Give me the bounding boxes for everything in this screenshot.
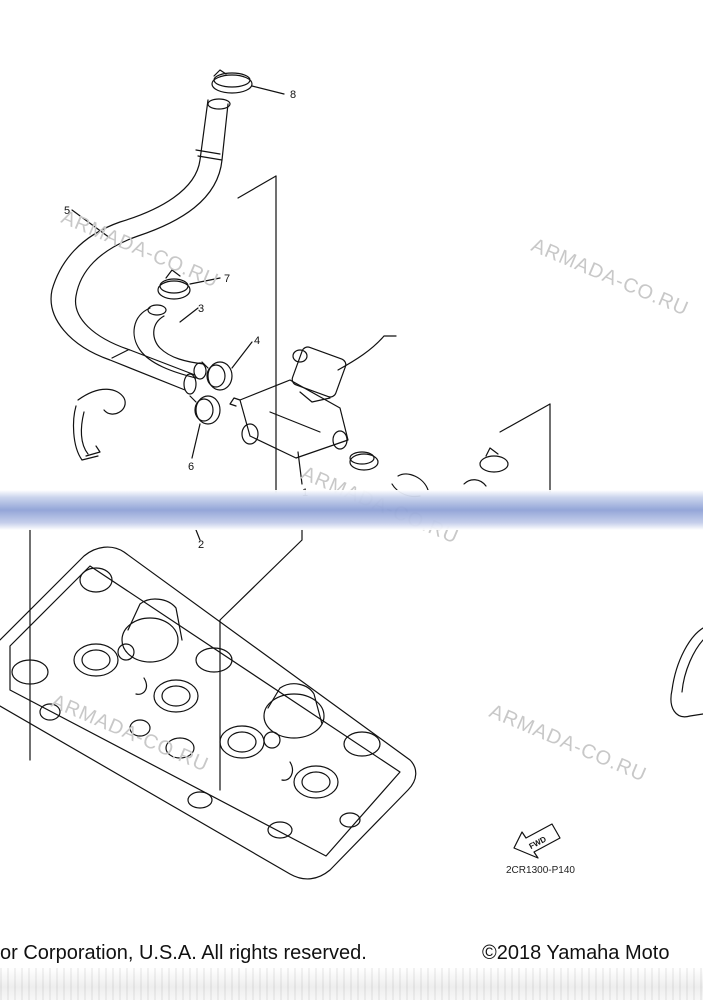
clamp-right-valve	[349, 451, 379, 471]
clamp-6	[189, 395, 221, 425]
partial-part-right	[670, 627, 703, 718]
callout-6: 6	[188, 461, 194, 473]
leader-2	[195, 529, 201, 541]
leader-7	[189, 277, 221, 285]
cylinder-head-cover	[0, 546, 417, 880]
clamp-right	[463, 447, 509, 487]
callout-8: 8	[290, 89, 296, 101]
leader-4	[231, 341, 253, 369]
footer-right-text: ©2018 Yamaha Moto	[482, 942, 670, 964]
hose-3	[133, 304, 207, 380]
scan-artifact-band	[0, 490, 703, 530]
reference-lines	[29, 175, 551, 791]
callout-2: 2	[198, 539, 204, 551]
clamp-7	[157, 269, 191, 300]
hose-5	[50, 98, 231, 395]
leader-1	[297, 451, 303, 485]
callout-3: 3	[198, 303, 204, 315]
watermark-1: ARMADA-CO.RU	[58, 206, 222, 292]
clamp-4	[201, 361, 233, 391]
leader-6	[191, 423, 201, 459]
watermark-2: ARMADA-CO.RU	[528, 234, 692, 320]
watermark-4: ARMADA-CO.RU	[486, 700, 650, 786]
callout-5: 5	[64, 205, 70, 217]
leader-8	[251, 85, 285, 95]
callout-4: 4	[254, 335, 260, 347]
copyright-footer: or Corporation, U.S.A. All rights reserv…	[0, 938, 703, 968]
air-cut-valve-1	[229, 335, 397, 459]
fwd-arrow-icon	[513, 823, 561, 859]
scan-noise-strip	[0, 968, 703, 1000]
clamp-8	[211, 69, 253, 94]
leader-3	[179, 307, 199, 323]
callout-7: 7	[224, 273, 230, 285]
footer-left-text: or Corporation, U.S.A. All rights reserv…	[0, 942, 367, 964]
leader-5	[71, 209, 111, 239]
clip-bracket	[72, 388, 126, 461]
diagram-code: 2CR1300-P140	[506, 865, 575, 876]
watermark-5: ARMADA-CO.RU	[48, 690, 212, 776]
